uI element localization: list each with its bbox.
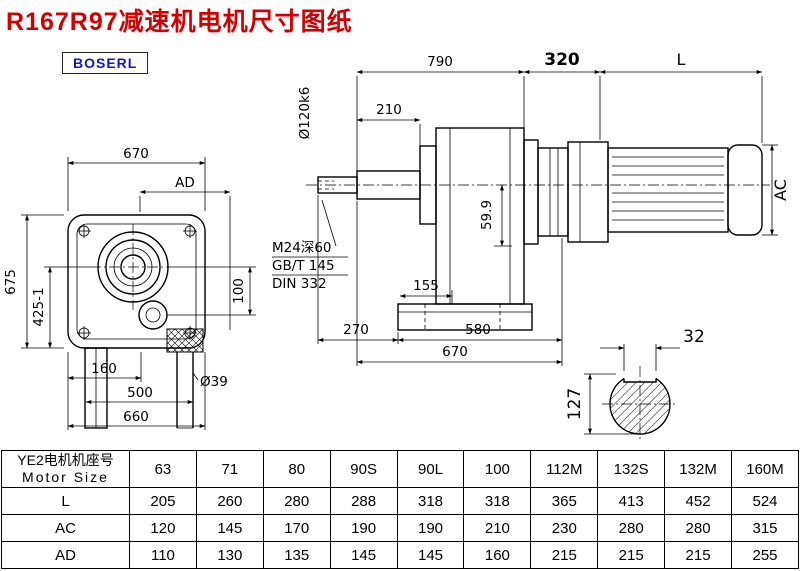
dim-side-ac: AC [771, 179, 790, 201]
dim-value-cell: 145 [396, 541, 465, 569]
dim-value-cell: 413 [597, 487, 666, 515]
tap-spec-line2: GB/T 145 [272, 258, 335, 274]
dim-value-cell: 280 [262, 487, 331, 515]
bolt-hole-icon [76, 223, 92, 239]
adapter-housing [537, 147, 569, 237]
table-row-L: L 205 260 280 288 318 318 365 413 452 52… [1, 487, 799, 515]
motor-size-header-cell: YE2电机机座号 Motor Size [1, 450, 130, 488]
tap-spec-line3: DIN 332 [272, 276, 327, 292]
header-label-en: Motor Size [22, 469, 109, 485]
dim-value-cell: 230 [530, 514, 599, 542]
dim-side-580: 580 [465, 322, 491, 338]
front-view-dimensions: 670 AD 675 425-1 100 160 500 660 Ø39 [3, 146, 256, 430]
fan-cowl [727, 144, 763, 236]
output-bore-circle [120, 254, 146, 280]
dim-value-cell: 280 [597, 514, 666, 542]
dim-side-shaft-dia: Ø120k6 [297, 87, 313, 140]
table-row-AD: AD 110 130 135 145 145 160 215 215 215 2… [1, 541, 799, 569]
dim-side-L: L [677, 50, 686, 69]
size-column-header: 112M [530, 450, 599, 488]
dim-value-cell: 210 [463, 514, 532, 542]
secondary-bore-circle [138, 300, 168, 330]
adapter-flange [523, 139, 539, 245]
technical-drawing: 670 AD 675 425-1 100 160 500 660 Ø39 [3, 50, 790, 442]
dim-front-675: 675 [3, 269, 19, 295]
dim-value-cell: 452 [664, 487, 733, 515]
dim-front-425: 425-1 [31, 287, 47, 326]
dim-side-320: 320 [544, 50, 580, 70]
dim-value-cell: 315 [731, 514, 799, 542]
front-view [67, 214, 206, 429]
dim-value-cell: 160 [463, 541, 532, 569]
motor-flange [567, 141, 609, 243]
gearbox-housing-outline [67, 214, 206, 349]
bolt-hole-icon [76, 325, 92, 341]
dim-front-500: 500 [127, 385, 153, 401]
dim-row-label: L [1, 487, 130, 515]
dim-section-127: 127 [565, 388, 585, 420]
dim-front-ad: AD [175, 175, 195, 191]
dim-value-cell: 215 [597, 541, 666, 569]
dim-value-cell: 190 [329, 514, 398, 542]
side-view-dimensions: 790 320 L 210 Ø120k6 AC 59.9 155 270 580… [272, 50, 790, 366]
dim-side-59-9: 59.9 [479, 200, 495, 230]
size-column-header: 132S [597, 450, 666, 488]
dim-side-210: 210 [376, 102, 402, 118]
table-row-AC: AC 120 145 170 190 190 210 230 280 280 3… [1, 514, 799, 542]
size-column-header: 132M [664, 450, 733, 488]
size-column-header: 160M [731, 450, 799, 488]
motor-body [607, 147, 729, 233]
size-column-header: 90L [396, 450, 465, 488]
mounting-base [397, 303, 533, 331]
dim-front-670: 670 [123, 146, 149, 162]
dim-value-cell: 260 [195, 487, 264, 515]
header-label-cn: YE2电机机座号 [17, 452, 114, 468]
dim-value-cell: 205 [129, 487, 197, 515]
secondary-bore-circle [145, 307, 161, 323]
dim-side-790: 790 [427, 54, 453, 70]
dim-value-cell: 135 [262, 541, 331, 569]
dim-row-label: AD [1, 541, 130, 569]
dim-value-cell: 145 [329, 541, 398, 569]
table-header-row: YE2电机机座号 Motor Size 63 71 80 90S 90L 100… [1, 450, 799, 488]
dim-value-cell: 145 [195, 514, 264, 542]
size-column-header: 80 [262, 450, 331, 488]
tap-spec-line1: M24深60 [272, 240, 332, 256]
dim-value-cell: 190 [396, 514, 465, 542]
dim-value-cell: 318 [463, 487, 532, 515]
dim-value-cell: 215 [664, 541, 733, 569]
dim-value-cell: 110 [129, 541, 197, 569]
dim-front-660: 660 [123, 409, 149, 425]
dim-side-670: 670 [442, 344, 468, 360]
size-column-header: 100 [463, 450, 532, 488]
dim-value-cell: 215 [530, 541, 599, 569]
dim-value-cell: 524 [731, 487, 799, 515]
dim-value-cell: 120 [129, 514, 197, 542]
shaft-cross-section: 32 127 [565, 327, 705, 442]
side-view [306, 127, 770, 331]
dim-value-cell: 288 [329, 487, 398, 515]
bolt-hole-icon [182, 223, 198, 239]
size-column-header: 90S [329, 450, 398, 488]
dim-side-155: 155 [413, 278, 439, 294]
gearbox-housing-inner-line [76, 223, 197, 340]
dim-side-270: 270 [343, 322, 369, 338]
dim-value-cell: 255 [731, 541, 799, 569]
page-title: R167R97减速机电机尺寸图纸 [6, 8, 353, 36]
dim-front-shaft-dia: Ø39 [200, 374, 228, 390]
dim-section-32: 32 [683, 327, 705, 347]
dim-front-100: 100 [231, 278, 247, 304]
brand-logo: BOSERL [62, 52, 149, 74]
dim-value-cell: 130 [195, 541, 264, 569]
dim-row-label: AC [1, 514, 130, 542]
dim-value-cell: 318 [396, 487, 465, 515]
dim-value-cell: 280 [664, 514, 733, 542]
shaft-gland-hatched [166, 328, 204, 353]
dim-front-160: 160 [91, 361, 117, 377]
dim-value-cell: 365 [530, 487, 599, 515]
dim-value-cell: 170 [262, 514, 331, 542]
motor-size-table: YE2电机机座号 Motor Size 63 71 80 90S 90L 100… [1, 450, 799, 569]
size-column-header: 63 [129, 450, 197, 488]
size-column-header: 71 [195, 450, 264, 488]
